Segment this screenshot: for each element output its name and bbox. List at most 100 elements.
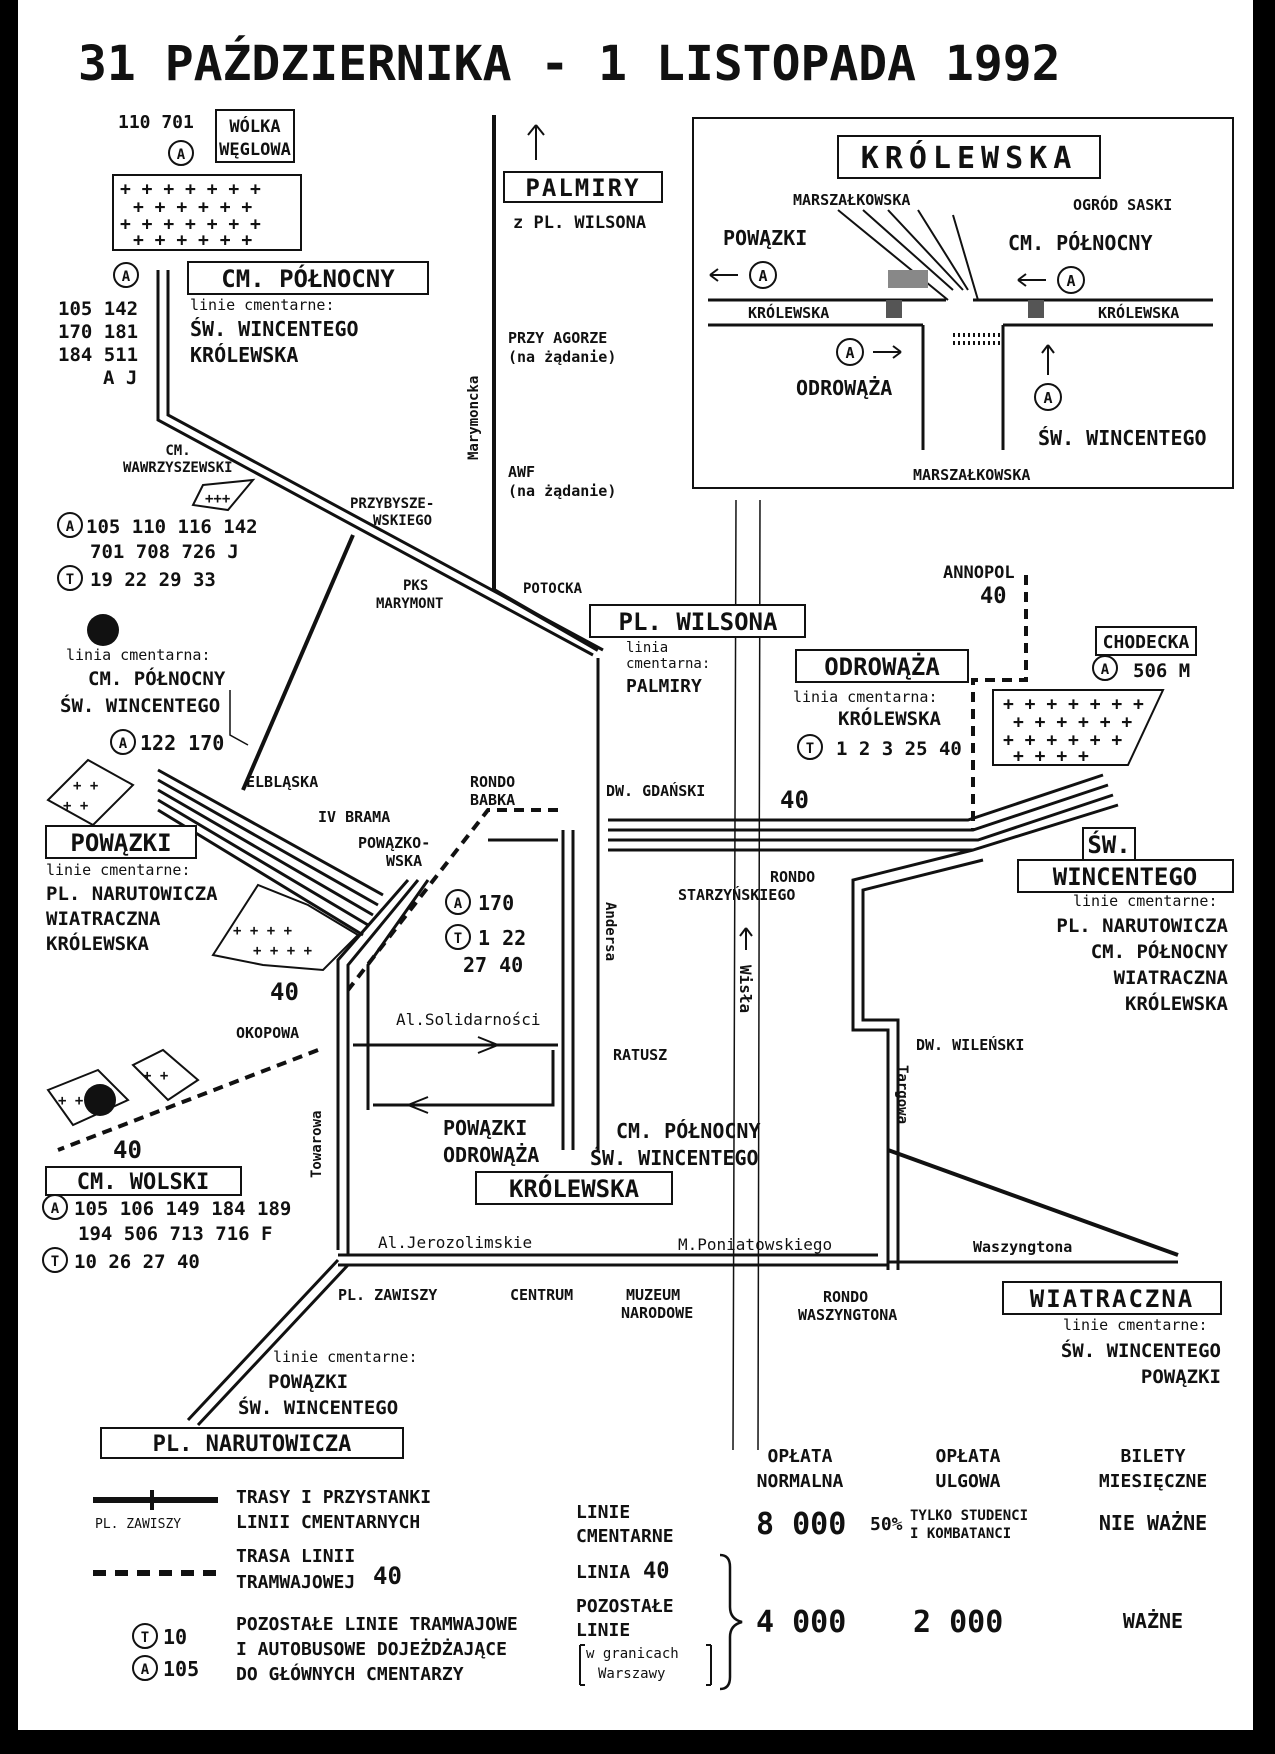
vistula-river: Wisła xyxy=(732,499,761,1451)
inset-cm-polnocny: CM. PÓŁNOCNY xyxy=(1008,231,1153,255)
sw-wincentego-lines-label: linie cmentarne: xyxy=(1073,892,1218,910)
sw-wincentego-1: ŚW. xyxy=(1087,829,1130,859)
wiatraczna-line-2: POWĄZKI xyxy=(1141,1366,1221,1388)
left-line-label: linia cmentarna: xyxy=(66,646,211,664)
svg-text:+ +: + + xyxy=(143,1068,168,1084)
inset-marszalkowska-bottom: MARSZAŁKOWSKA xyxy=(913,466,1030,484)
sw-wincentego-line-1: PL. NARUTOWICZA xyxy=(1056,915,1228,937)
pks-1: PKS xyxy=(403,578,428,594)
inset-powazki: POWĄZKI xyxy=(723,226,807,250)
center-40: 40 xyxy=(270,978,299,1006)
cm-polnocny-label: CM. PÓŁNOCNY xyxy=(221,263,395,293)
rondo-starz-1: RONDO xyxy=(770,868,815,886)
svg-text:A: A xyxy=(1101,662,1110,678)
powazki-label: POWĄZKI xyxy=(70,829,171,857)
cemetery-routes xyxy=(156,115,1179,1427)
east-40: 40 xyxy=(780,786,809,814)
iv-brama-label: IV BRAMA xyxy=(318,808,390,826)
odrowaza-trams: 1 2 3 25 40 xyxy=(836,738,962,760)
wawrz-buses-2: 701 708 726 J xyxy=(90,541,239,563)
przy-agorze-label: PRZY AGORZE xyxy=(508,329,607,347)
fare-r1-1: LINIE xyxy=(576,1502,630,1523)
svg-text:+ + + +: + + + + xyxy=(253,943,312,959)
fare-h-reduced-2: ULGOWA xyxy=(935,1471,1000,1492)
fare-r1-normal: 8 000 xyxy=(756,1507,846,1542)
rondo-babka-2: BABKA xyxy=(470,791,515,809)
pl-narutowicza-label: PL. NARUTOWICZA xyxy=(153,1432,352,1457)
powazki-bus: 170 xyxy=(478,891,514,915)
cm-polnocny-lines-label: linie cmentarne: xyxy=(190,296,335,314)
tram-line-40 xyxy=(57,575,1028,1152)
cm-wolski-label: CM. WOLSKI xyxy=(77,1170,209,1195)
wolka-cemetery xyxy=(112,174,302,251)
legend-sample-tram: 10 xyxy=(163,1625,187,1649)
inset-krolewska-right: KRÓLEWSKA xyxy=(1098,303,1179,322)
cm-polnocny-line-2: KRÓLEWSKA xyxy=(190,343,298,367)
fare-r3-1: POZOSTAŁE xyxy=(576,1596,674,1617)
odrowaza-dir: ODROWĄŻA xyxy=(443,1143,539,1167)
cm-polnocny-bus-4: A J xyxy=(103,367,137,389)
jerozolimskie-label: Al.Jerozolimskie xyxy=(378,1233,532,1252)
svg-text:+ + + + + +: + + + + + + xyxy=(1003,730,1122,751)
wolka-label-bottom: WĘGLOWA xyxy=(219,140,291,160)
map-sheet: 31 PAŹDZIERNIKA - 1 LISTOPADA 1992 KRÓLE… xyxy=(18,0,1253,1730)
legend-other-1: POZOSTAŁE LINIE TRAMWAJOWE xyxy=(236,1614,518,1635)
rondo-wasz-1: RONDO xyxy=(823,1288,868,1306)
wolka-bus-lines: 110 701 xyxy=(118,112,194,133)
svg-text:+ +: + + xyxy=(58,1093,83,1109)
poniatowskiego-label: M.Poniatowskiego xyxy=(678,1235,832,1254)
svg-text:+ + + + + + +: + + + + + + + xyxy=(120,179,261,200)
svg-text:T: T xyxy=(51,1254,59,1270)
svg-text:+ +: + + xyxy=(73,778,98,794)
waszyngtona-label: Waszyngtona xyxy=(973,1238,1072,1256)
targowa-label: Targowa xyxy=(894,1065,910,1124)
pks-2: MARYMONT xyxy=(376,596,443,612)
annopol-label: ANNOPOL xyxy=(943,563,1015,583)
page-title: 31 PAŹDZIERNIKA - 1 LISTOPADA 1992 xyxy=(78,35,1061,92)
pl-wilsona-label: PL. WILSONA xyxy=(619,608,778,636)
svg-text:+++: +++ xyxy=(205,491,230,507)
transit-map: 31 PAŹDZIERNIKA - 1 LISTOPADA 1992 KRÓLE… xyxy=(42,35,1234,1691)
inset-odrowaza: ODROWĄŻA xyxy=(796,376,892,400)
left-line-1: CM. PÓŁNOCNY xyxy=(88,666,226,690)
svg-text:A: A xyxy=(177,147,186,163)
svg-text:+ + + + + +: + + + + + + xyxy=(133,197,252,218)
svg-text:A: A xyxy=(845,344,854,362)
svg-text:T: T xyxy=(66,572,74,588)
sw-wincentego-line-4: KRÓLEWSKA xyxy=(1125,991,1229,1015)
pl-zawiszy-label: PL. ZAWISZY xyxy=(338,1286,437,1304)
fare-h-monthly-1: BILETY xyxy=(1120,1446,1185,1467)
krolewska-label: KRÓLEWSKA xyxy=(509,1173,640,1203)
svg-text:+ + + + + +: + + + + + + xyxy=(133,230,252,251)
wisla-label: Wisła xyxy=(736,965,755,1013)
svg-text:T: T xyxy=(806,741,814,757)
wilsona-line: PALMIRY xyxy=(626,676,702,697)
przy-agorze-request: (na żądanie) xyxy=(508,348,616,366)
fare-h-normal-1: OPŁATA xyxy=(767,1446,832,1467)
annopol-40: 40 xyxy=(980,584,1007,609)
svg-text:A: A xyxy=(51,1201,60,1217)
wolski-40: 40 xyxy=(113,1136,142,1164)
cm-polnocny-bus-1: 105 142 xyxy=(58,298,138,320)
svg-text:T: T xyxy=(454,931,462,947)
inset-krolewska-left: KRÓLEWSKA xyxy=(748,303,829,322)
dw-gdanski-label: DW. GDAŃSKI xyxy=(606,781,705,800)
centrum-label: CENTRUM xyxy=(510,1286,573,1304)
inset-title: KRÓLEWSKA xyxy=(861,139,1078,176)
wiatraczna-line-1: ŚW. WINCENTEGO xyxy=(1061,1338,1221,1362)
inset-ogrod-saski: OGRÓD SASKI xyxy=(1073,195,1172,214)
palmiry-label: PALMIRY xyxy=(525,174,640,202)
svg-text:A: A xyxy=(66,519,75,535)
wiatraczna-lines-label: linie cmentarne: xyxy=(1063,1316,1208,1334)
sww-dir: ŚW. WINCENTEGO xyxy=(590,1146,759,1170)
left-line-2: ŚW. WINCENTEGO xyxy=(60,693,220,717)
legend-tram-2: TRAMWAJOWEJ xyxy=(236,1572,355,1593)
powazki-trams-2: 27 40 xyxy=(463,953,523,977)
svg-text:+ + + + + + +: + + + + + + + xyxy=(120,214,261,235)
cm-polnocny-line-1: ŚW. WINCENTEGO xyxy=(190,317,359,341)
svg-text:A: A xyxy=(119,736,128,752)
narutowicza-lines-label: linie cmentarne: xyxy=(273,1348,418,1366)
fare-r2: LINIA xyxy=(576,1562,630,1583)
sw-wincentego-line-3: WIATRACZNA xyxy=(1114,967,1229,989)
powazki-dir: POWĄZKI xyxy=(443,1116,527,1140)
